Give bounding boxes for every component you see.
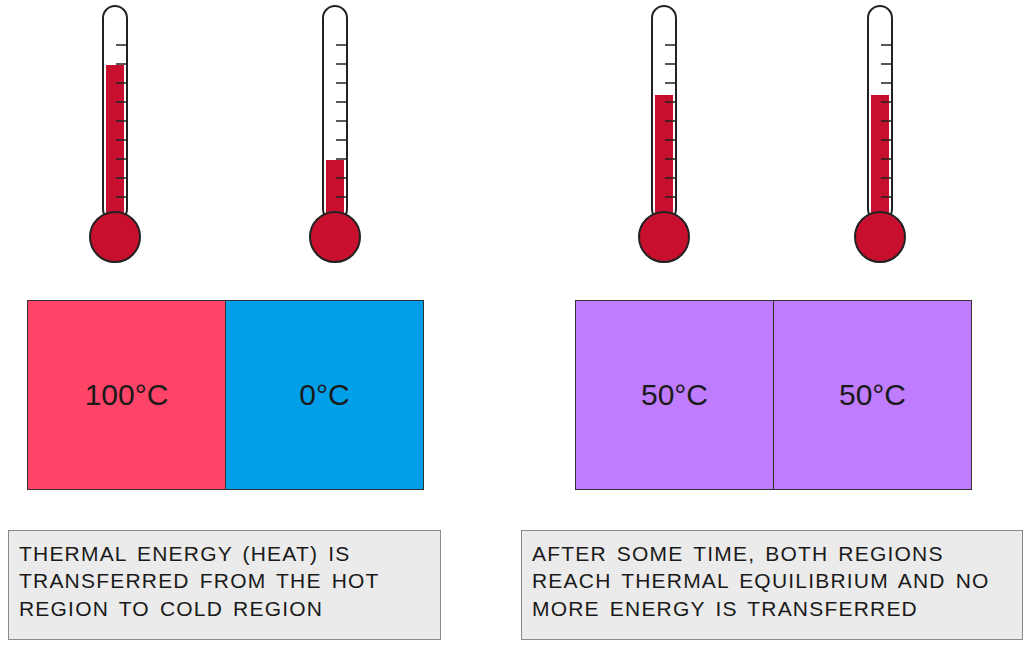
temperature-label: 0°C bbox=[299, 378, 349, 412]
temperature-label: 50°C bbox=[641, 378, 708, 412]
thermometer bbox=[310, 6, 360, 262]
hot-region: 100°C bbox=[27, 300, 226, 490]
temperature-label: 100°C bbox=[85, 378, 169, 412]
caption-box: AFTER SOME TIME, BOTH REGIONS REACH THER… bbox=[521, 530, 1023, 640]
thermometer bbox=[639, 6, 689, 262]
temperature-label: 50°C bbox=[839, 378, 906, 412]
caption-text: AFTER SOME TIME, BOTH REGIONS REACH THER… bbox=[532, 540, 1012, 622]
equilibrium-region: 50°C bbox=[575, 300, 774, 490]
equilibrium-region: 50°C bbox=[773, 300, 972, 490]
thermometer bbox=[855, 6, 905, 262]
caption-box: THERMAL ENERGY (HEAT) IS TRANSFERRED FRO… bbox=[8, 530, 441, 640]
cold-region: 0°C bbox=[225, 300, 424, 490]
caption-text: THERMAL ENERGY (HEAT) IS TRANSFERRED FRO… bbox=[19, 540, 430, 622]
thermometer bbox=[90, 6, 140, 262]
